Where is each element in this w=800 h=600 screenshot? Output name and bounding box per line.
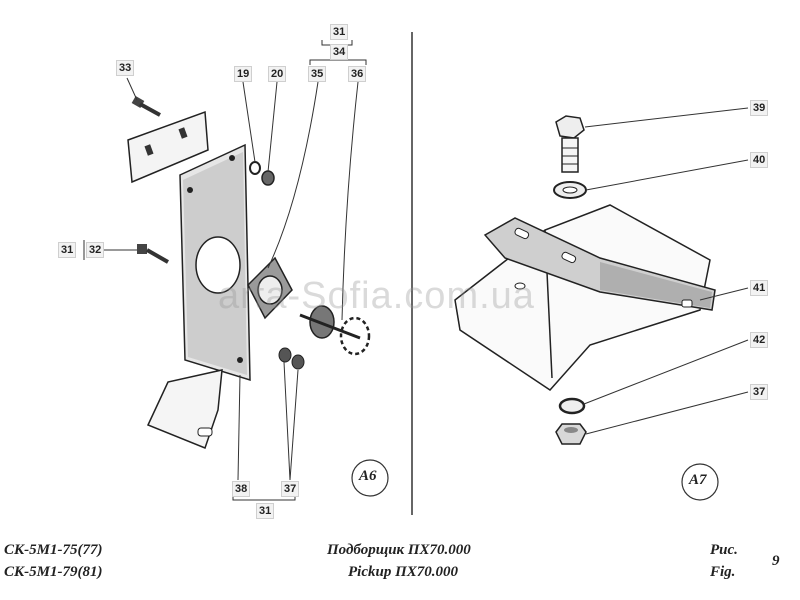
leaf-spring-41 (483, 217, 716, 311)
watermark-text: arta-Sofia.com.ua (218, 275, 535, 317)
spring-washer-42 (558, 397, 586, 415)
callout-38: 38 (232, 481, 251, 497)
view-circle-a6 (351, 459, 389, 497)
callout-31-bottom: 31 (256, 503, 275, 519)
right-leader-lines (583, 107, 749, 435)
callout-40: 40 (750, 152, 769, 168)
title-ru: Подборщик ПХ70.000 (327, 542, 471, 558)
nut-20 (261, 170, 275, 186)
callout-34: 34 (330, 44, 349, 60)
slotted-plate (127, 110, 209, 184)
callout-31-left: 31 (58, 242, 77, 258)
callout-31-top: 31 (330, 24, 349, 40)
bolt-33 (131, 96, 161, 117)
callout-32: 32 (86, 242, 105, 258)
callout-20: 20 (268, 66, 287, 82)
callout-37-left: 37 (281, 481, 300, 497)
callout-19: 19 (234, 66, 253, 82)
callout-39: 39 (750, 100, 769, 116)
callout-37-right: 37 (750, 384, 769, 400)
model-line-1: СК-5М1-75(77) (4, 542, 103, 558)
title-en: Pickup ПХ70.000 (348, 564, 459, 580)
bolt-32 (137, 244, 169, 264)
nuts-37 (278, 347, 305, 370)
washer-40 (553, 181, 587, 199)
sprocket-36 (299, 305, 371, 356)
bolt-39 (555, 115, 585, 173)
callout-41: 41 (750, 280, 769, 296)
nut-37 (555, 423, 587, 445)
fig-label-en: Fig. (710, 564, 736, 580)
washer-19 (249, 161, 261, 175)
callout-35: 35 (308, 66, 327, 82)
left-leader-lines (83, 40, 367, 501)
bearing-housing-35 (247, 256, 293, 320)
bent-bracket (146, 369, 223, 449)
model-line-2: СК-5М1-79(81) (4, 564, 103, 580)
view-label-a7: А7 (689, 472, 707, 488)
view-circle-a7 (681, 463, 719, 501)
view-label-a6: А6 (359, 468, 377, 484)
fig-number: 9 (772, 553, 780, 569)
callout-33: 33 (116, 60, 135, 76)
callout-42: 42 (750, 332, 769, 348)
fig-label-ru: Рис. (710, 542, 738, 558)
callout-36: 36 (348, 66, 367, 82)
mounting-plate (179, 143, 251, 382)
